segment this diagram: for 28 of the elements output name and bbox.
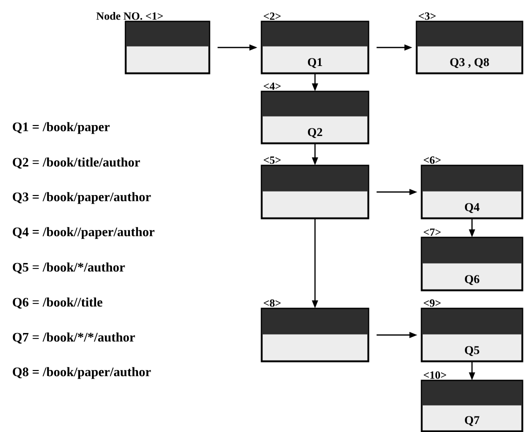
node-box: Q2 xyxy=(260,90,370,144)
node-box xyxy=(260,308,370,362)
node-box xyxy=(124,20,210,74)
node-number: <9> xyxy=(424,299,441,307)
node-number: <8> xyxy=(264,299,281,307)
node-number: <7> xyxy=(424,228,441,236)
node-number: Node NO. <1> xyxy=(96,12,163,20)
node-number: <2> xyxy=(264,12,281,20)
query-definition: Q1 = /book/paper xyxy=(12,122,110,134)
query-definition: Q5 = /book/*/author xyxy=(12,262,125,274)
node-number: <4> xyxy=(264,82,281,90)
query-definition: Q7 = /book/*/*/author xyxy=(12,332,135,344)
node-box: Q4 xyxy=(420,164,524,220)
query-definition: Q6 = /book//title xyxy=(12,297,102,309)
node-box: Q6 xyxy=(420,236,524,292)
node-box: Q5 xyxy=(420,308,524,362)
node-box xyxy=(260,164,370,220)
node-box: Q1 xyxy=(260,20,370,74)
node-number: <5> xyxy=(264,156,281,164)
node-box: Q3 , Q8 xyxy=(416,20,524,74)
query-definition: Q8 = /book/paper/author xyxy=(12,367,151,379)
query-definition: Q4 = /book//paper/author xyxy=(12,227,154,239)
node-box: Q7 xyxy=(420,380,524,432)
node-number: <10> xyxy=(424,371,446,379)
query-definition: Q3 = /book/paper/author xyxy=(12,192,151,204)
node-number: <6> xyxy=(424,156,441,164)
query-definition: Q2 = /book/title/author xyxy=(12,157,140,169)
node-number: <3> xyxy=(418,12,436,20)
